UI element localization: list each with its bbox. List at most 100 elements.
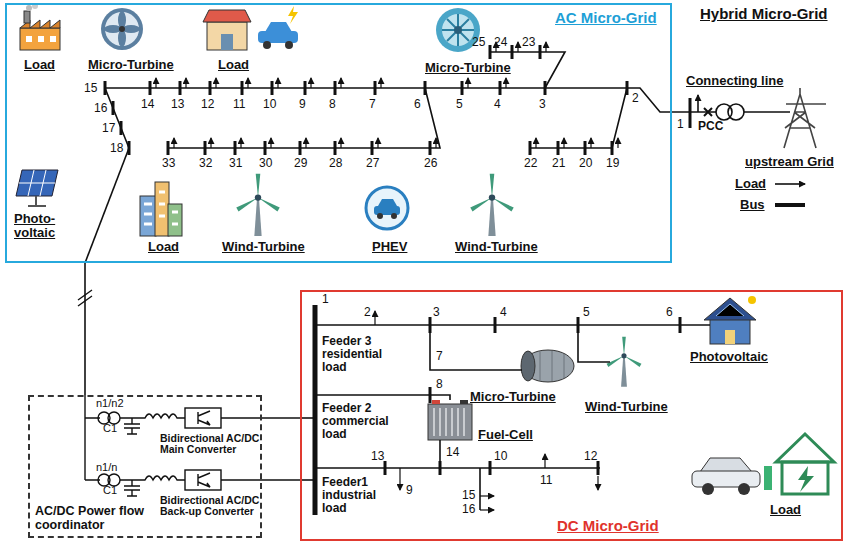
phev-icon bbox=[366, 187, 408, 229]
bus-bar bbox=[557, 141, 560, 155]
bus-bar bbox=[494, 317, 497, 333]
micro-turbine-icon bbox=[454, 26, 462, 34]
bus-number: 14 bbox=[446, 446, 459, 459]
bus-bar bbox=[334, 141, 337, 155]
bus-number: 6 bbox=[666, 306, 673, 319]
electric-car-icon bbox=[288, 6, 298, 24]
bus-bar bbox=[689, 98, 692, 128]
wire bbox=[430, 325, 522, 370]
electric-car-icon bbox=[692, 471, 760, 487]
component-label: Connecting line bbox=[686, 74, 784, 88]
load-arrow bbox=[155, 78, 156, 88]
bus-bar bbox=[304, 81, 307, 95]
legend-samples bbox=[775, 203, 805, 207]
load-arrow bbox=[467, 78, 468, 88]
pcc-and-grid bbox=[690, 111, 790, 113]
bus-bar bbox=[128, 141, 131, 155]
pcc-and-grid bbox=[697, 95, 699, 112]
bus-bar bbox=[626, 81, 629, 95]
wire bbox=[300, 417, 315, 419]
electric-car-icon bbox=[692, 458, 772, 495]
coordinator-circuit bbox=[124, 418, 140, 434]
bus-number: 13 bbox=[171, 98, 184, 111]
bus-bar bbox=[529, 141, 532, 155]
buildings-icon bbox=[155, 182, 169, 236]
bus-bar bbox=[544, 81, 547, 95]
coordinator-circuit bbox=[198, 411, 210, 425]
store-icon bbox=[203, 10, 251, 50]
bus-bar bbox=[209, 81, 212, 95]
bus-number: 7 bbox=[369, 98, 376, 111]
component-label: Photovoltaic bbox=[690, 350, 768, 364]
wind-turbine-icon bbox=[607, 337, 642, 387]
pcc-and-grid bbox=[690, 88, 826, 148]
component-label: Wind-Turbine bbox=[585, 400, 668, 414]
factory-icon bbox=[24, 11, 30, 23]
bus-bar bbox=[429, 141, 432, 155]
bus-number: 28 bbox=[329, 157, 342, 170]
load-arrow bbox=[545, 42, 546, 52]
factory-icon bbox=[20, 3, 60, 50]
bus-bar bbox=[104, 81, 107, 95]
bus-bar bbox=[597, 461, 600, 475]
bus-bar bbox=[271, 81, 274, 95]
wire bbox=[105, 88, 690, 112]
phev-icon bbox=[378, 199, 397, 206]
coordinator-circuit bbox=[198, 473, 210, 487]
annotation: n1/n2 bbox=[96, 397, 124, 409]
bus-bar bbox=[234, 141, 237, 155]
bus-number: 9 bbox=[299, 98, 306, 111]
component-label: Micro-Turbine bbox=[88, 58, 174, 72]
load-arrow bbox=[185, 78, 186, 88]
bus-number: 3 bbox=[539, 98, 546, 111]
micro-turbine-icon bbox=[105, 12, 139, 46]
bus-number: 5 bbox=[583, 306, 590, 319]
load-arrow bbox=[247, 78, 248, 88]
electric-car-icon bbox=[700, 458, 752, 472]
bus-number: 11 bbox=[540, 474, 552, 487]
bus-bar bbox=[167, 141, 170, 155]
load-arrow bbox=[380, 78, 381, 88]
bus-bar bbox=[489, 461, 492, 475]
bus-bar bbox=[439, 461, 442, 475]
bus-number: 25 bbox=[472, 36, 485, 49]
annotation: PCC bbox=[698, 120, 723, 133]
buildings-icon bbox=[144, 192, 178, 224]
load-arrow bbox=[544, 454, 545, 468]
load-arrow bbox=[505, 78, 506, 88]
bus-bar bbox=[384, 461, 387, 475]
bus-number: 13 bbox=[371, 450, 384, 463]
load-arrow bbox=[215, 78, 216, 88]
fuel-cell-icon bbox=[428, 404, 472, 440]
photovoltaic-icon bbox=[16, 170, 58, 196]
photovoltaic-house-icon bbox=[725, 330, 735, 344]
photovoltaic-house-icon bbox=[748, 296, 756, 304]
phev-icon bbox=[391, 213, 397, 219]
house-icon bbox=[782, 462, 828, 494]
coordinator-circuit bbox=[120, 414, 262, 418]
electric-car-icon bbox=[263, 41, 271, 49]
load-arrow bbox=[535, 138, 536, 148]
house-icon bbox=[776, 434, 834, 462]
wire bbox=[578, 325, 610, 362]
bus-number: 9 bbox=[406, 484, 413, 497]
component-label: Micro-Turbine bbox=[470, 390, 556, 404]
coordinator-circuit bbox=[185, 470, 221, 490]
component-label: Load bbox=[148, 240, 179, 254]
bus-number: 23 bbox=[522, 36, 535, 49]
diagram-title: Hybrid Micro-Grid bbox=[700, 6, 828, 23]
bus-number: 7 bbox=[436, 350, 443, 363]
pcc-and-grid bbox=[728, 104, 744, 120]
bus-bar bbox=[584, 141, 587, 155]
factory-icon bbox=[20, 28, 60, 50]
photovoltaic-house-icon bbox=[716, 304, 744, 316]
load-arrow bbox=[517, 42, 518, 52]
bus-number: 12 bbox=[584, 450, 597, 463]
bus-bar bbox=[112, 101, 115, 115]
load-arrow bbox=[374, 311, 375, 325]
wind-turbine-icon bbox=[470, 174, 513, 236]
legend-text: Bus bbox=[740, 198, 765, 212]
component-label: Photo-voltaic bbox=[14, 212, 72, 241]
bus-bar bbox=[371, 141, 374, 155]
bus-number: 15 bbox=[84, 82, 97, 95]
